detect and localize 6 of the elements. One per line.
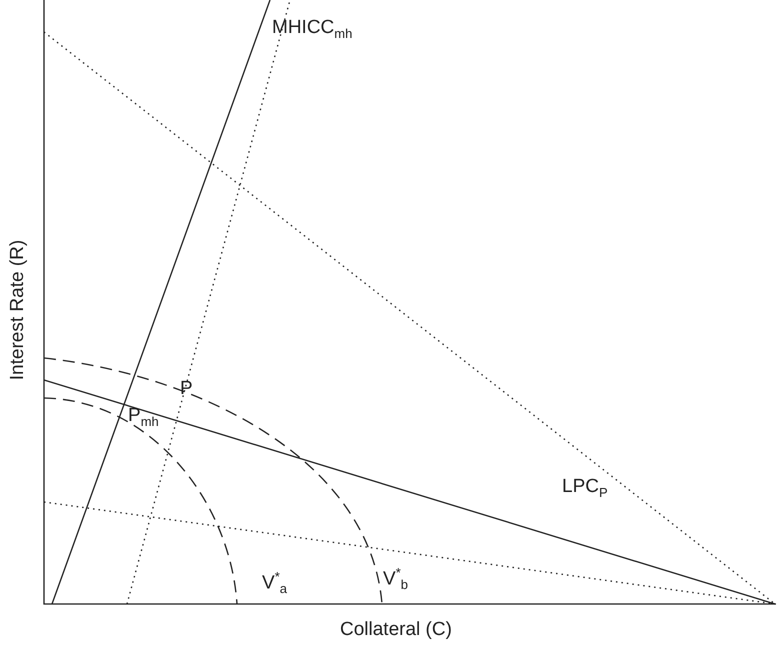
point-label: P$_{mh}$ xyxy=(128,406,159,428)
point-label: P xyxy=(180,379,193,398)
curve-label: MHICC$_{mh}$ xyxy=(272,18,352,40)
axis-label: Collateral (C) xyxy=(340,620,452,639)
axis-label: Interest Rate (R) xyxy=(8,240,27,380)
curve-label: LPC$_{P}$ xyxy=(562,477,608,499)
